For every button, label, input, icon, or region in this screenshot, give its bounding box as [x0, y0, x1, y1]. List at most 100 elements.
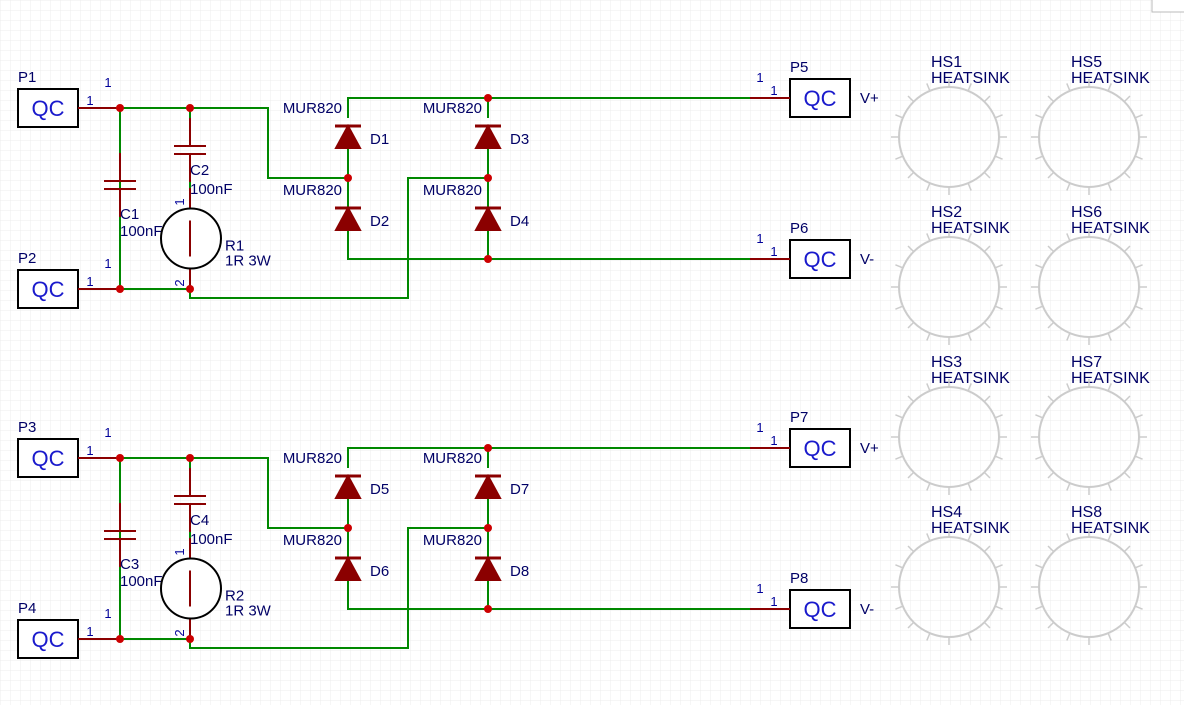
- connector-body[interactable]: [789, 589, 851, 629]
- diode-value: MUR820: [423, 450, 482, 467]
- wire-input-b-route[interactable]: [189, 177, 488, 299]
- connector-body[interactable]: [789, 78, 851, 118]
- connector-body[interactable]: [17, 438, 79, 478]
- heatsink-fin: [1066, 383, 1071, 392]
- diode-body[interactable]: [474, 555, 502, 581]
- connector-body[interactable]: [17, 88, 79, 128]
- wire-input-b-route[interactable]: [189, 527, 488, 649]
- connector-pin-number-outer: 1: [756, 420, 763, 435]
- connector-pin-number-outer: 1: [104, 256, 111, 271]
- wire-negative-output[interactable]: [347, 230, 750, 260]
- heatsink-fin: [967, 83, 972, 92]
- heatsink-fin: [1066, 632, 1071, 641]
- junction-dot: [116, 104, 124, 112]
- wire-negative-output[interactable]: [347, 580, 750, 610]
- heatsink-fin: [1035, 155, 1044, 160]
- heatsink-fin: [907, 245, 915, 253]
- connector-reference: P3: [18, 419, 36, 436]
- heatsink-fin: [1066, 533, 1071, 542]
- connector-reference: P6: [790, 220, 808, 237]
- corner-tab[interactable]: [1151, 0, 1184, 13]
- connector-pin-number: 1: [770, 433, 777, 448]
- diode-body[interactable]: [334, 205, 362, 231]
- heatsink-fin: [983, 321, 991, 329]
- heatsink-fin: [1035, 114, 1044, 119]
- junction-dot: [116, 454, 124, 462]
- wire-positive-output[interactable]: [347, 97, 750, 118]
- wire-positive-output[interactable]: [347, 447, 750, 468]
- heatsink-fin: [1035, 264, 1044, 269]
- heatsink-fin: [907, 621, 915, 629]
- connector-body[interactable]: [789, 239, 851, 279]
- heatsink-fin: [1123, 621, 1131, 629]
- junction-dot: [186, 285, 194, 293]
- capacitor-value: 100nF: [190, 181, 233, 198]
- heatsink-fin: [1123, 471, 1131, 479]
- capacitor-reference: C2: [190, 162, 209, 179]
- diode-body[interactable]: [334, 473, 362, 499]
- resistor-pin2: 2: [172, 629, 187, 636]
- diode-body[interactable]: [474, 205, 502, 231]
- heatsink-reference: HS5: [1071, 54, 1102, 71]
- junction-dot: [484, 255, 492, 263]
- heatsink-fin: [994, 114, 1003, 119]
- diode-value: MUR820: [423, 532, 482, 549]
- heatsink-fin: [895, 305, 904, 310]
- diode-value: MUR820: [283, 532, 342, 549]
- junction-dot: [116, 635, 124, 643]
- diode-body[interactable]: [334, 123, 362, 149]
- connector-symbol-label: QC: [32, 96, 65, 121]
- heatsink-reference: HS7: [1071, 354, 1102, 371]
- capacitor-c2[interactable]: C2 100nF: [174, 118, 233, 198]
- heatsink-fin: [983, 95, 991, 103]
- connector-symbol-label: QC: [804, 597, 837, 622]
- diode-body[interactable]: [474, 123, 502, 149]
- diode-reference: D2: [370, 213, 389, 230]
- heatsink-reference: HS3: [931, 354, 962, 371]
- heatsink-reference: HS1: [931, 54, 962, 71]
- diode-body[interactable]: [334, 555, 362, 581]
- connector-body[interactable]: [17, 269, 79, 309]
- heatsink-fin: [926, 383, 931, 392]
- heatsink-fin: [994, 155, 1003, 160]
- junction-dot: [116, 285, 124, 293]
- heatsink-fin: [1107, 533, 1112, 542]
- heatsink-fin: [1134, 305, 1143, 310]
- connector-pin-number-outer: 1: [104, 606, 111, 621]
- connector-reference: P7: [790, 409, 808, 426]
- resistor-value: 1R 3W: [225, 603, 272, 620]
- diode-body[interactable]: [474, 473, 502, 499]
